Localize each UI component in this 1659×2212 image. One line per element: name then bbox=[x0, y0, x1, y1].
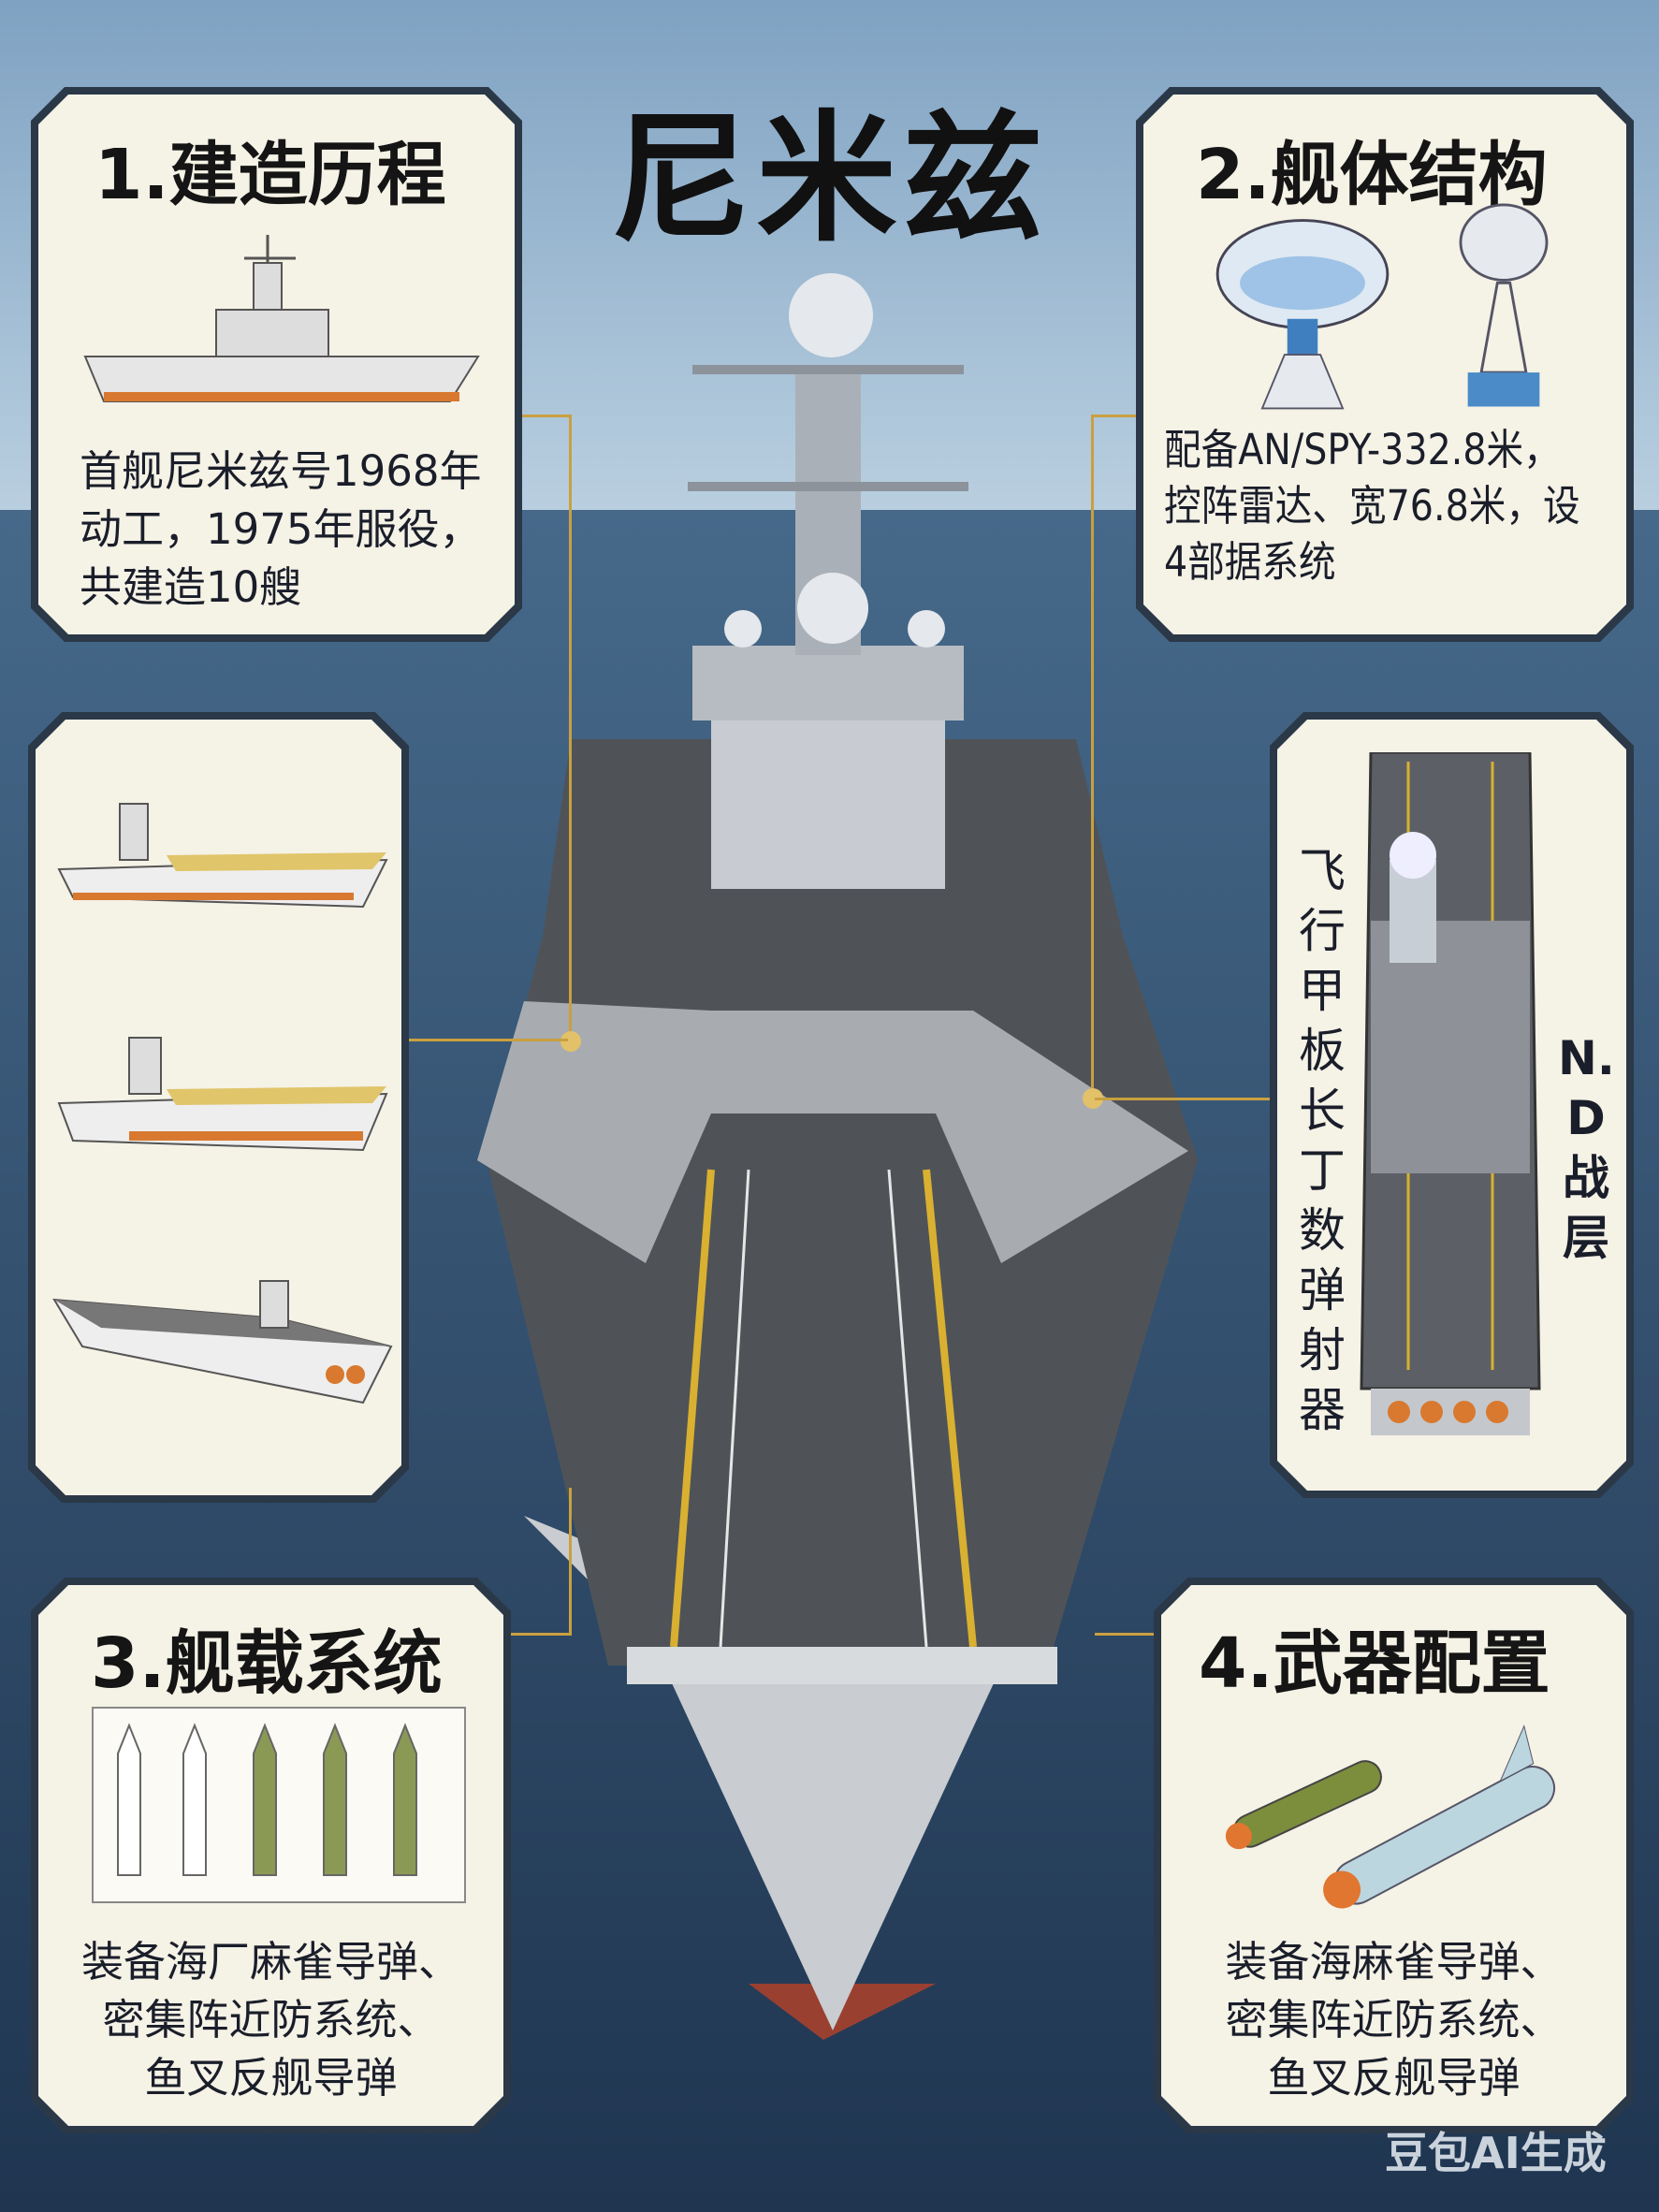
connector-line bbox=[522, 415, 571, 417]
watermark: 豆包AI生成 bbox=[1385, 2128, 1607, 2178]
deck-label-left: 飞行甲板长丁数弹射器 bbox=[1299, 844, 1346, 1437]
page-title: 尼米兹 bbox=[610, 98, 1049, 261]
panel-weapons: 4.武器配置 装备海麻雀导弹、 密集阵近防系统、 鱼叉反舰导弹 bbox=[1154, 1578, 1634, 2133]
deck-label-right: N.D战层 bbox=[1558, 1031, 1615, 1265]
connector-line bbox=[569, 1488, 572, 1636]
ship-side-illustration bbox=[76, 235, 488, 422]
text-line: 鱼叉反舰导弹 bbox=[1267, 2053, 1521, 2103]
connector-dot bbox=[1083, 1088, 1103, 1109]
panel-text: 装备海厂麻雀导弹、 密集阵近防系统、 鱼叉反舰导弹 bbox=[38, 1933, 503, 2107]
panel-heading: 4.武器配置 bbox=[1199, 1623, 1550, 1704]
text-line: 共建造10艘 bbox=[80, 562, 302, 612]
panel-construction-history: 1.建造历程 首舰尼米兹号1968年 动工，1975年服役， 共建造10艘 bbox=[31, 87, 522, 642]
connector-line bbox=[1091, 415, 1136, 417]
panel-hull-structure: 2.舰体结构 配备AN/SPY-332.8米， 控阵雷达、宽76.8米，设 4部… bbox=[1136, 87, 1634, 642]
text-line: 密集阵近防系统、 bbox=[1225, 1995, 1563, 2045]
connector-line bbox=[1091, 415, 1094, 1098]
radar-dish-icon bbox=[1204, 211, 1401, 417]
connector-line bbox=[1095, 1098, 1270, 1100]
connector-line bbox=[1095, 1633, 1154, 1636]
panel-ship-variants bbox=[28, 712, 409, 1503]
carrier-illustration-1 bbox=[54, 766, 391, 935]
panel-text: 配备AN/SPY-332.8米， 控阵雷达、宽76.8米，设 4部据系统 bbox=[1164, 422, 1580, 590]
text-line: 动工，1975年服役， bbox=[80, 504, 482, 554]
panel-onboard-systems: 3.舰载系统 装备海厂麻雀导弹、 密集阵近防系统、 鱼叉反舰导弹 bbox=[31, 1578, 511, 2133]
panel-heading: 1.建造历程 bbox=[95, 135, 446, 215]
missile-icons bbox=[1208, 1716, 1601, 1922]
panel-text: 首舰尼米兹号1968年 动工，1975年服役， 共建造10艘 bbox=[80, 443, 482, 617]
radar-tower-icon bbox=[1443, 202, 1564, 417]
panel-flight-deck: 飞行甲板长丁数弹射器 N.D战层 bbox=[1270, 712, 1634, 1498]
connector-line bbox=[409, 1039, 568, 1041]
text-line: 密集阵近防系统、 bbox=[102, 1995, 440, 2045]
flight-deck-top-view bbox=[1352, 752, 1549, 1445]
text-line: 首舰尼米兹号1968年 bbox=[80, 446, 482, 496]
panel-heading: 3.舰载系统 bbox=[91, 1623, 443, 1704]
text-line: 4部据系统 bbox=[1164, 537, 1336, 587]
text-line: 鱼叉反舰导弹 bbox=[144, 2053, 398, 2103]
connector-line bbox=[511, 1633, 572, 1636]
text-line: 装备海麻雀导弹、 bbox=[1225, 1937, 1563, 1986]
carrier-illustration-3 bbox=[45, 1244, 400, 1412]
panel-heading: 2.舰体结构 bbox=[1196, 135, 1548, 215]
panel-text: 装备海麻雀导弹、 密集阵近防系统、 鱼叉反舰导弹 bbox=[1161, 1933, 1626, 2107]
text-line: 控阵雷达、宽76.8米，设 bbox=[1164, 481, 1580, 531]
connector-line bbox=[569, 415, 572, 1041]
missile-lineup-illustration bbox=[92, 1707, 466, 1903]
text-line: 装备海厂麻雀导弹、 bbox=[80, 1937, 460, 1986]
connector-dot bbox=[560, 1031, 581, 1052]
carrier-illustration-2 bbox=[54, 1000, 391, 1169]
text-line: 配备AN/SPY-332.8米， bbox=[1164, 425, 1561, 474]
